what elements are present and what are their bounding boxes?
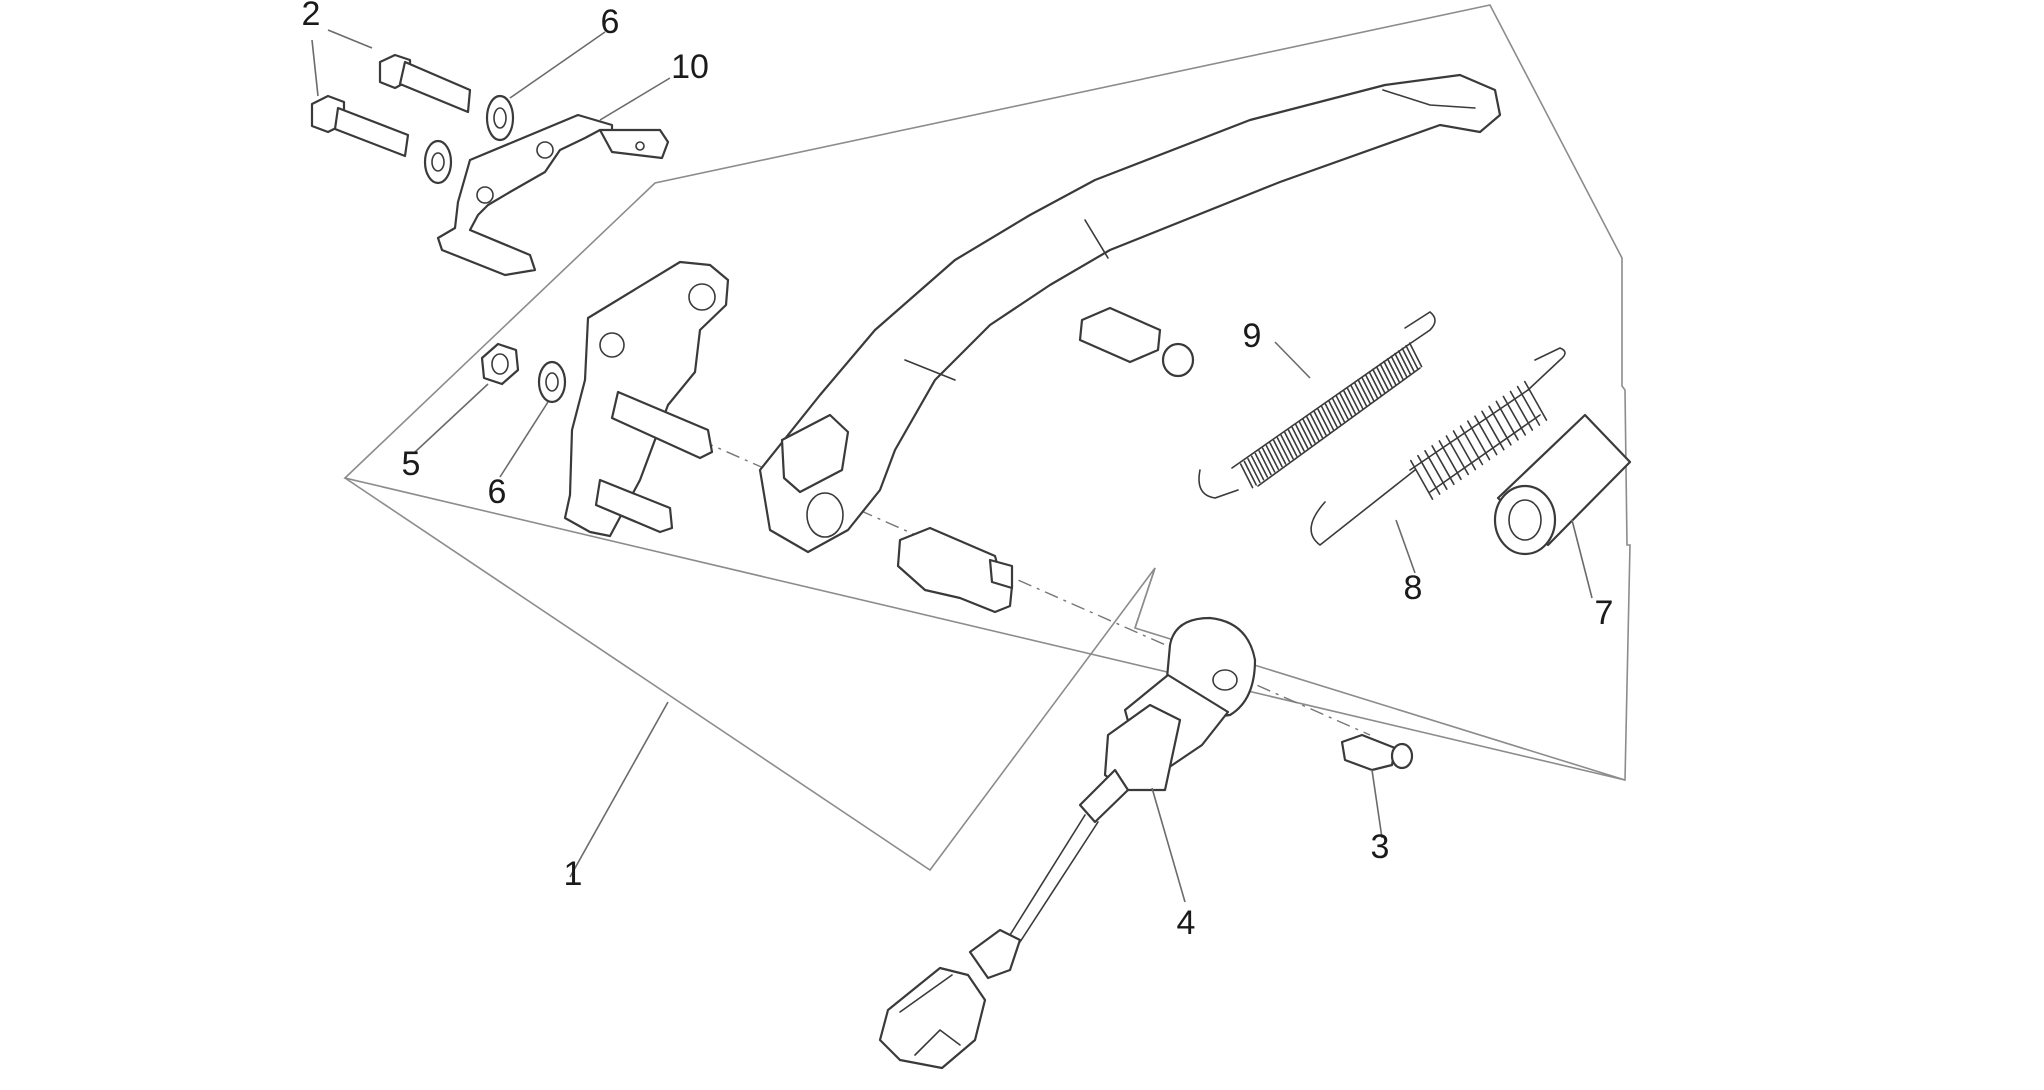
spring-coil	[1302, 418, 1316, 444]
spring-coil	[1459, 425, 1484, 466]
spring-coil	[1524, 380, 1548, 421]
callout-8: 8	[1404, 569, 1423, 607]
callout-1: 1	[564, 855, 583, 893]
spring-coil	[1357, 379, 1371, 405]
callout-9: 9	[1243, 317, 1262, 355]
assembly-group-outline-edge	[344, 477, 1626, 872]
spring-coil	[1331, 397, 1346, 423]
spring-coil	[1342, 389, 1357, 415]
assembly-group-outline	[343, 4, 1631, 782]
spring-coil	[1383, 360, 1397, 386]
spring-part-long	[1198, 311, 1436, 499]
spring-coil	[1250, 455, 1265, 481]
spring-coil	[1243, 460, 1257, 486]
spring-coil	[1328, 400, 1342, 426]
spring-coil	[1361, 376, 1375, 402]
spring-coil	[1306, 415, 1320, 442]
spring-coil	[1313, 410, 1327, 436]
spring-coil	[1481, 410, 1505, 451]
spring-coil	[1394, 352, 1408, 378]
spring-coil	[1335, 394, 1349, 421]
spring-coil	[1516, 385, 1541, 426]
spring-part-short	[1310, 347, 1566, 547]
spring-coil	[1474, 415, 1498, 456]
side-stand-leg-part	[758, 73, 1502, 554]
sensor-group-outline	[1134, 567, 1156, 629]
spring-coil	[1317, 408, 1331, 434]
callout-2: 2	[302, 0, 321, 33]
spring-coil	[1284, 431, 1298, 457]
spring-coil	[1350, 384, 1364, 410]
callout-5: 5	[402, 445, 421, 483]
bracket-part	[436, 113, 670, 277]
spring-coil	[1431, 444, 1455, 486]
spring-coil	[1364, 373, 1379, 399]
washer-part-lower	[537, 360, 567, 404]
spring-coil	[1276, 436, 1291, 463]
callout-3: 3	[1371, 828, 1390, 866]
spring-coil	[1287, 429, 1302, 455]
nut-part	[480, 342, 520, 386]
spring-coil	[1509, 390, 1534, 431]
spring-coil	[1424, 449, 1448, 491]
spring-coil	[1324, 402, 1338, 428]
spring-coil	[1280, 434, 1294, 460]
spring-coil	[1467, 420, 1491, 461]
spring-coil	[1247, 457, 1261, 484]
spring-coil	[1408, 342, 1423, 368]
spring-coil	[1397, 350, 1412, 376]
spring-coil	[1502, 395, 1526, 436]
spring-coil	[1390, 355, 1404, 381]
callout-6-lower: 6	[488, 473, 507, 511]
spring-coil	[1401, 347, 1415, 373]
pivot-pin-part	[896, 526, 1014, 614]
screw-part	[1340, 733, 1414, 772]
spring-coil	[1386, 358, 1401, 384]
spring-coil	[1445, 435, 1469, 476]
spring-coil	[1379, 363, 1393, 389]
spring-coil	[1298, 421, 1313, 447]
sidestand-sensor-part	[878, 616, 1257, 1070]
spring-coil	[1239, 463, 1254, 489]
spring-coil	[1405, 344, 1419, 371]
spring-coil	[1320, 405, 1335, 431]
spring-coil	[1417, 454, 1441, 495]
spring-coil	[1254, 452, 1269, 478]
spring-coil	[1353, 381, 1368, 407]
spring-coil	[1339, 392, 1353, 418]
spring-coil	[1291, 426, 1305, 452]
spring-coil	[1258, 450, 1272, 476]
spring-coil	[1438, 440, 1462, 481]
callout-4: 4	[1177, 904, 1196, 942]
spring-coil	[1295, 423, 1309, 449]
callout-6-upper: 6	[601, 3, 620, 41]
spring-coil	[1410, 459, 1434, 500]
bolt-part-upper	[378, 53, 472, 114]
leader-lines	[311, 29, 1593, 903]
callout-10: 10	[671, 48, 709, 86]
spring-coil	[1372, 368, 1386, 394]
spring-coil	[1488, 405, 1512, 446]
spring-coil	[1265, 444, 1280, 471]
spring-coil	[1368, 371, 1382, 397]
spring-coil	[1375, 365, 1390, 392]
spring-coil	[1269, 442, 1283, 468]
spring-coil	[1272, 439, 1287, 465]
bolt-part-lower	[310, 94, 410, 158]
spring-coil	[1261, 447, 1276, 473]
spring-coil	[1309, 413, 1324, 439]
washer-part-mid	[423, 139, 453, 185]
callout-7: 7	[1595, 594, 1614, 632]
mounting-plate-part	[563, 260, 730, 538]
spring-coil	[1452, 430, 1477, 471]
spring-coil	[1346, 386, 1360, 413]
stand-pin-part	[1078, 306, 1195, 378]
washer-part-upper	[485, 94, 515, 142]
spring-coil	[1495, 400, 1519, 441]
sleeve-part	[1493, 413, 1632, 556]
